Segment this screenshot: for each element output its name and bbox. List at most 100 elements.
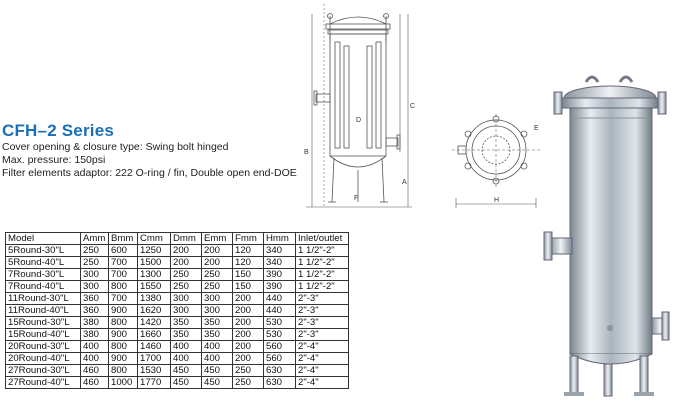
value-cell: 250: [201, 280, 233, 293]
value-cell: 200: [201, 244, 233, 257]
value-cell: 250: [80, 256, 109, 269]
model-cell: 15Round-30"L: [5, 316, 81, 329]
value-cell: 1770: [137, 376, 171, 389]
value-cell: 2"-3": [295, 292, 349, 305]
dim-label-f: F: [354, 195, 358, 202]
col-header-f: Fmm: [232, 232, 264, 245]
value-cell: 200: [170, 256, 202, 269]
value-cell: 800: [108, 364, 138, 377]
value-cell: 1 1/2"-2": [295, 244, 349, 257]
value-cell: 340: [263, 256, 296, 269]
value-cell: 400: [201, 340, 233, 353]
value-cell: 300: [170, 304, 202, 317]
value-cell: 2"-4": [295, 376, 349, 389]
dimension-table: Model Amm Bmm Cmm Dmm Emm Fmm Hmm Inlet/…: [5, 232, 349, 389]
value-cell: 200: [170, 244, 202, 257]
value-cell: 120: [232, 256, 264, 269]
value-cell: 1530: [137, 364, 171, 377]
value-cell: 200: [232, 316, 264, 329]
value-cell: 350: [201, 328, 233, 341]
value-cell: 400: [170, 340, 202, 353]
value-cell: 200: [232, 328, 264, 341]
value-cell: 1420: [137, 316, 171, 329]
dim-label-c: C: [410, 103, 415, 110]
value-cell: 700: [108, 292, 138, 305]
model-cell: 5Round-30"L: [5, 244, 81, 257]
value-cell: 630: [263, 376, 296, 389]
value-cell: 530: [263, 316, 296, 329]
value-cell: 400: [80, 340, 109, 353]
model-cell: 27Round-30"L: [5, 364, 81, 377]
value-cell: 450: [201, 364, 233, 377]
value-cell: 460: [80, 364, 109, 377]
value-cell: 530: [263, 328, 296, 341]
model-cell: 11Round-40"L: [5, 304, 81, 317]
dim-label-e: E: [534, 125, 539, 132]
value-cell: 350: [170, 316, 202, 329]
value-cell: 460: [80, 376, 109, 389]
model-cell: 20Round-30"L: [5, 340, 81, 353]
value-cell: 450: [170, 364, 202, 377]
filter-housing-image: [543, 75, 670, 397]
value-cell: 340: [263, 244, 296, 257]
value-cell: 900: [108, 304, 138, 317]
value-cell: 400: [170, 352, 202, 365]
value-cell: 200: [232, 352, 264, 365]
value-cell: 900: [108, 328, 138, 341]
spec-max-pressure: Max. pressure: 150psi: [2, 154, 106, 166]
value-cell: 150: [232, 268, 264, 281]
value-cell: 1660: [137, 328, 171, 341]
spec-adaptor: Filter elements adaptor: 222 O-ring / fi…: [2, 167, 297, 179]
value-cell: 120: [232, 244, 264, 257]
value-cell: 350: [201, 316, 233, 329]
value-cell: 400: [80, 352, 109, 365]
value-cell: 900: [108, 352, 138, 365]
col-header-b: Bmm: [108, 232, 138, 245]
table-header-row: Model Amm Bmm Cmm Dmm Emm Fmm Hmm Inlet/…: [5, 232, 349, 245]
value-cell: 150: [232, 280, 264, 293]
dim-label-h: H: [494, 197, 499, 204]
value-cell: 300: [170, 292, 202, 305]
value-cell: 250: [80, 244, 109, 257]
value-cell: 250: [170, 268, 202, 281]
value-cell: 1460: [137, 340, 171, 353]
spec-closure-type: Cover opening & closure type: Swing bolt…: [2, 141, 229, 153]
value-cell: 450: [201, 376, 233, 389]
col-header-a: Amm: [80, 232, 109, 245]
model-cell: 11Round-30"L: [5, 292, 81, 305]
side-elevation-drawing: B C D A F: [304, 4, 415, 208]
value-cell: 2"-4": [295, 340, 349, 353]
product-title: CFH–2 Series: [2, 121, 115, 140]
value-cell: 350: [170, 328, 202, 341]
value-cell: 1500: [137, 256, 171, 269]
value-cell: 1000: [108, 376, 138, 389]
value-cell: 700: [108, 256, 138, 269]
value-cell: 440: [263, 304, 296, 317]
value-cell: 440: [263, 292, 296, 305]
dim-label-b: B: [304, 149, 309, 156]
value-cell: 400: [201, 352, 233, 365]
value-cell: 1250: [137, 244, 171, 257]
value-cell: 700: [108, 268, 138, 281]
model-cell: 7Round-40"L: [5, 280, 81, 293]
value-cell: 2"-3": [295, 316, 349, 329]
value-cell: 600: [108, 244, 138, 257]
col-header-h: Hmm: [263, 232, 296, 245]
col-header-inlet-outlet: Inlet/outlet: [295, 232, 349, 245]
value-cell: 200: [201, 256, 233, 269]
value-cell: 360: [80, 304, 109, 317]
dim-label-d: D: [356, 117, 361, 124]
value-cell: 360: [80, 292, 109, 305]
value-cell: 630: [263, 364, 296, 377]
value-cell: 300: [80, 268, 109, 281]
